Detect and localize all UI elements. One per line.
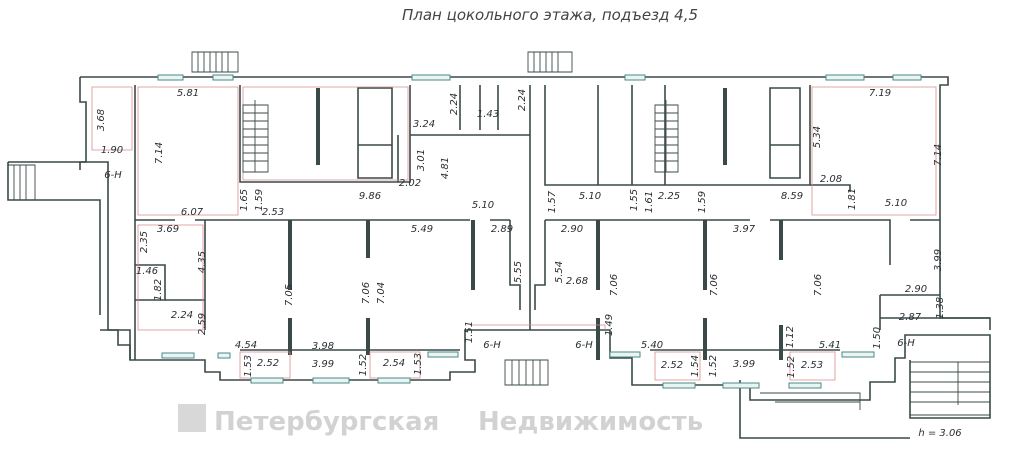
- dim-label: 3.01: [416, 149, 427, 171]
- stairs-icon: [654, 100, 679, 173]
- dim-label: 5.10: [472, 200, 494, 211]
- dim-label: 5.10: [579, 191, 601, 202]
- dim-label: 2.24: [171, 310, 193, 321]
- dim-label: 2.53: [262, 207, 284, 218]
- dim-label: 2.52: [257, 358, 279, 369]
- stairs-icon: [527, 51, 573, 73]
- dim-label: 5.49: [411, 224, 433, 235]
- watermark-logo-icon: [178, 404, 206, 432]
- dim-label: 7.06: [709, 274, 720, 296]
- walls: [7, 76, 991, 439]
- dim-label: 5.10: [885, 198, 907, 209]
- dim-label: 1.12: [785, 326, 796, 348]
- dim-label: 1.90: [101, 145, 123, 156]
- dim-label: 7.05: [284, 284, 295, 306]
- dim-label: 1.65: [239, 189, 250, 211]
- dim-label: 3.98: [312, 341, 334, 352]
- stairs-icon: [504, 359, 549, 386]
- dim-label: 1.59: [697, 191, 708, 213]
- dim-label: 1.55: [629, 189, 640, 211]
- dim-label: 1.81: [847, 188, 858, 210]
- dim-label: 2.24: [517, 89, 528, 111]
- dim-label: 2.02: [399, 178, 421, 189]
- plan-title: План цокольного этажа, подъезд 4,5: [402, 6, 698, 24]
- dim-label: 7.14: [933, 144, 944, 166]
- dim-label: 1.52: [358, 354, 369, 376]
- dim-label: 2.53: [801, 360, 823, 371]
- dim-label: 7.06: [609, 274, 620, 296]
- stairs-icon: [7, 164, 36, 201]
- dim-label: 6-Н: [575, 340, 593, 351]
- room-outlines: [91, 86, 937, 381]
- dim-label: 1.54: [690, 355, 701, 377]
- dim-label: 3.68: [96, 109, 107, 131]
- dim-label: 1.57: [547, 190, 558, 213]
- watermark-line1: Петербургская: [214, 407, 439, 437]
- dim-label: 4.54: [235, 340, 257, 351]
- dim-label: 2.90: [561, 224, 583, 235]
- dim-label: 7.06: [361, 282, 372, 304]
- dim-label: 6-Н: [483, 340, 501, 351]
- dim-label: 1.43: [477, 109, 499, 120]
- dim-label: 9.86: [359, 191, 381, 202]
- dimension-labels: 5.81 3.68 1.90 7.14 6-Н 1.65 1.59 6.07 2…: [96, 88, 946, 378]
- dim-label: 2.24: [449, 93, 460, 115]
- dim-label: 5.41: [819, 340, 841, 351]
- dim-label: 4.35: [197, 251, 208, 273]
- dim-label: 4.81: [440, 157, 451, 179]
- dim-label: 2.08: [820, 174, 842, 185]
- dim-label: 2.68: [566, 276, 588, 287]
- dim-label: 6.07: [181, 207, 204, 218]
- dim-label: 7.14: [154, 142, 165, 164]
- dim-label: 3.99: [733, 359, 755, 370]
- dim-label: 6-Н: [897, 338, 915, 349]
- dim-label: 3.99: [933, 249, 944, 271]
- dim-label: 5.81: [177, 88, 199, 99]
- dim-label: 7.06: [813, 274, 824, 296]
- dim-label: 3.24: [413, 119, 435, 130]
- dim-label: 1.59: [254, 189, 265, 211]
- dim-label: 2.90: [905, 284, 927, 295]
- stairs-icon: [242, 100, 269, 173]
- partitions: [240, 85, 840, 360]
- dim-label: 3.69: [157, 224, 179, 235]
- dim-label: 1.38: [935, 297, 946, 319]
- dim-label: 2.54: [383, 358, 405, 369]
- dim-label: 1.53: [243, 355, 254, 377]
- dim-label: 2.35: [139, 231, 150, 253]
- dim-label: 3.97: [733, 224, 756, 235]
- ramp-icon: [760, 392, 861, 410]
- dim-label: 1.50: [872, 327, 883, 349]
- dim-label: 2.52: [661, 360, 683, 371]
- dim-label: 1.53: [413, 353, 424, 375]
- dim-label: 1.52: [786, 356, 797, 378]
- dim-label: 2.25: [658, 191, 680, 202]
- dim-label: 1.82: [153, 279, 164, 301]
- watermark: Петербургская Недвижимость: [178, 404, 703, 437]
- dim-label: 2.87: [899, 312, 922, 323]
- dim-label: 5.54: [554, 261, 565, 283]
- dim-label: 1.49: [604, 314, 615, 336]
- stairs-icon: [191, 51, 239, 73]
- dim-label: 2.89: [491, 224, 513, 235]
- dim-label: 2.59: [197, 313, 208, 335]
- dim-label: 6-Н: [104, 170, 122, 181]
- dim-label: 1.52: [708, 355, 719, 377]
- dim-label: 8.59: [781, 191, 803, 202]
- stairs-icon: [909, 361, 991, 416]
- dim-label: 1.46: [136, 266, 158, 277]
- dim-label: 1.51: [464, 321, 475, 343]
- dim-label: 7.19: [869, 88, 891, 99]
- dim-label: 5.55: [513, 261, 524, 283]
- ceiling-height-note: h = 3.06: [918, 428, 961, 439]
- windows: [157, 74, 922, 389]
- dim-label: 5.40: [641, 340, 663, 351]
- watermark-line2: Недвижимость: [478, 407, 703, 437]
- dim-label: 7.04: [376, 282, 387, 304]
- dim-label: 1.61: [644, 191, 655, 213]
- stairs: [7, 51, 991, 416]
- dim-label: 3.99: [312, 359, 334, 370]
- dim-label: 5.34: [812, 126, 823, 148]
